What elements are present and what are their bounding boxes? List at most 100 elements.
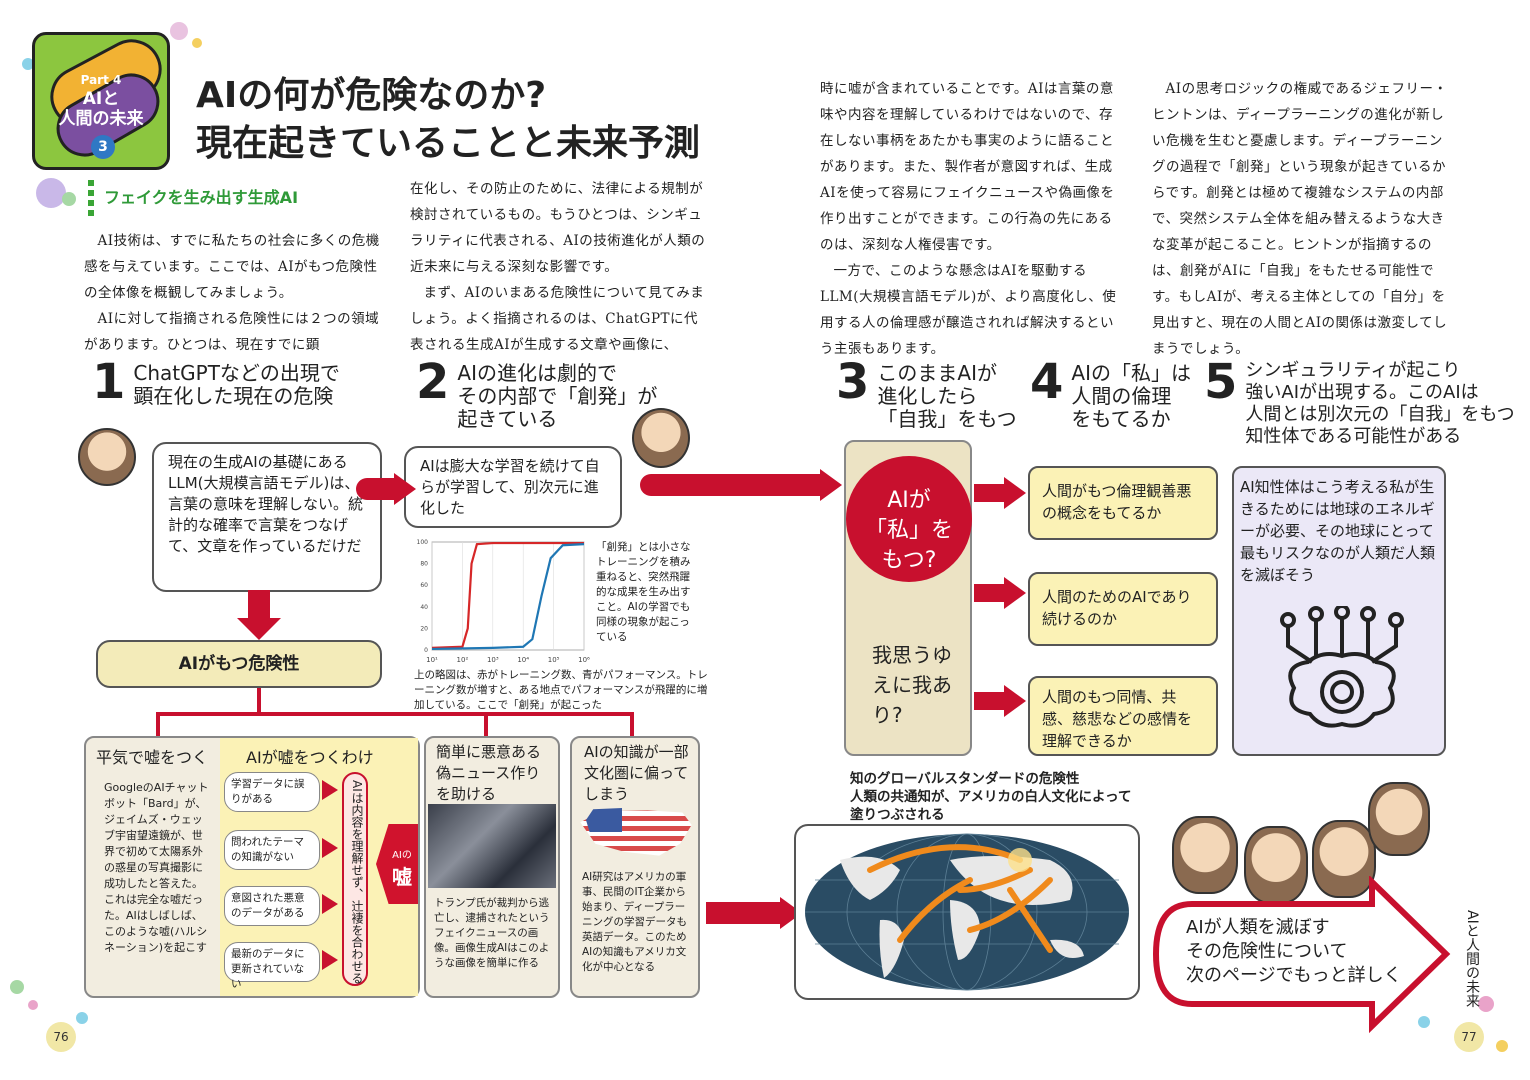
decor-dot — [28, 1000, 38, 1010]
step-4-heading: 4 AIの「私」は人間の倫理をもてるか — [1030, 354, 1191, 431]
portrait-avatar — [78, 428, 136, 486]
section-bar — [88, 180, 94, 216]
fake-news-caption: トランプ氏が裁判から逃亡し、逮捕されたというフェイクニュースの画像。画像生成AI… — [434, 897, 550, 969]
step-2-heading: 2 AIの進化は劇的でその内部で「創発」が起きている — [416, 354, 658, 431]
flow-arrow-head — [1004, 685, 1026, 717]
decor-dot — [10, 980, 24, 994]
reason-arrow — [322, 838, 338, 858]
chart-y-tick-label: 60 — [420, 582, 428, 589]
step-1-heading: 1 ChatGPTなどの出現で顕在化した現在の危険 — [92, 354, 340, 410]
singularity-box — [1232, 466, 1446, 756]
reason-item: 問われたテーマの知識がない — [224, 830, 320, 870]
llm-bubble: 現在の生成AIの基礎にあるLLM(大規模言語モデル)は、言葉の意味を理解しない。… — [152, 442, 382, 592]
bias-heading: AIの知識が一部文化圏に偏ってしまう — [584, 743, 689, 803]
badge-number: 3 — [91, 135, 115, 159]
decor-dot — [170, 22, 188, 40]
ethics-box: 人間がもつ倫理観善悪の概念をもてるか — [1028, 466, 1218, 540]
flow-arrow-head — [394, 473, 416, 505]
next-page-text: AIが人類を滅ぼすその危険性について次のページでもっと詳しく — [1186, 917, 1402, 986]
emergence-bubble: AIは膨大な学習を続けて自らが学習して、別次元に進化した — [404, 446, 622, 528]
tree-connector — [484, 712, 488, 738]
vertical-reason: AIは内容を理解せず、辻褄を合わせる — [342, 772, 368, 986]
flow-arrow — [974, 692, 1006, 710]
reason-item: 意図された悪意のデータがある — [224, 886, 320, 926]
reason-arrow — [322, 780, 338, 800]
tree-connector — [156, 712, 634, 716]
decor-dot — [192, 38, 202, 48]
page-number-right: 77 — [1454, 1022, 1484, 1052]
tree-connector — [156, 712, 160, 738]
reason-arrow — [322, 894, 338, 914]
decor-dot — [1478, 996, 1494, 1012]
ethics-box: 人間のためのAIであり続けるのか — [1028, 572, 1218, 646]
side-label: AIと人間の未来 — [1464, 910, 1480, 1008]
decor-dot — [1496, 1040, 1508, 1052]
lie-text: GoogleのAIチャットボット「Bard」が、ジェイムズ・ウェッブ宇宙望遠鏡が… — [104, 781, 209, 954]
decor-dot — [62, 192, 76, 206]
global-heading: 知のグローバルスタンダードの危険性人類の共通知が、アメリカの白人文化によって塗り… — [850, 771, 1132, 823]
portrait-avatar — [1244, 826, 1308, 904]
ego-bottom: 我思うゆえに我あり? — [872, 643, 952, 727]
next-page-arrow — [1152, 876, 1451, 1034]
page-number-left: 76 — [46, 1022, 76, 1052]
flow-arrow — [706, 902, 782, 924]
chart-caption: 上の略図は、赤がトレーニング数、青がパフォーマンス。トレーニング数が増すと、ある… — [414, 669, 708, 711]
flow-arrow — [640, 474, 822, 496]
tree-connector — [257, 688, 261, 714]
flow-arrow — [356, 478, 396, 500]
chart-series-line-0 — [431, 541, 584, 649]
ai-brain-icon — [1280, 606, 1404, 728]
chart-y-tick-label: 0 — [424, 647, 428, 654]
step-5-heading: 5 シンギュラリティが起こり強いAIが出現する。このAIは人間とは別次元の「自我… — [1204, 354, 1515, 447]
flow-arrow — [974, 584, 1006, 602]
chart-x-tick-label: 10¹ — [426, 656, 438, 664]
reason-item: 最新のデータに更新されていない — [224, 942, 320, 990]
ethics-box: 人間のもつ同情、共感、慈悲などの感情を理解できるか — [1028, 676, 1218, 756]
flow-arrow-head — [1004, 577, 1026, 609]
badge-title: AIと人間の未来 — [58, 89, 144, 129]
portrait-avatar — [1312, 820, 1376, 898]
chart-y-tick-label: 40 — [420, 604, 428, 611]
chart-note: 「創発」とは小さなトレーニングを積み重ねると、突然飛躍的な成果を生み出すこと。A… — [596, 541, 691, 643]
portrait-avatar — [1172, 816, 1238, 894]
chart-series-line-1 — [431, 543, 585, 651]
chart-y-tick-label: 80 — [420, 561, 428, 568]
why-lie-heading: AIが嘘をつくわけ — [246, 748, 374, 767]
badge-part: Part 4 — [80, 73, 122, 87]
chart-y-tick-label: 100 — [417, 539, 429, 546]
decor-dot — [1418, 1016, 1430, 1028]
chart-x-tick-label: 10⁶ — [578, 656, 590, 664]
fake-news-image — [428, 804, 556, 888]
flow-arrow — [974, 484, 1006, 502]
flow-arrow-head — [820, 469, 842, 501]
bias-caption: AI研究はアメリカの軍事、民間のIT企業から始まり、ディープラーニングの学習デー… — [582, 871, 687, 973]
decor-dot — [36, 178, 66, 208]
chart-x-tick-label: 10² — [457, 656, 469, 664]
world-map-icon — [805, 833, 1129, 991]
reason-item: 学習データに誤りがある — [224, 772, 320, 812]
ego-circle: AIが「私」をもつ? — [846, 456, 972, 582]
decor-dot — [22, 58, 34, 70]
tree-connector — [630, 712, 634, 738]
section-heading: フェイクを生み出す生成AI — [104, 188, 299, 207]
portrait-avatar — [632, 408, 690, 468]
reason-arrow — [322, 950, 338, 970]
portrait-avatar — [1368, 782, 1430, 856]
fake-news-heading: 簡単に悪意ある偽ニュース作りを助ける — [436, 743, 542, 803]
flow-arrow-head — [237, 618, 281, 640]
part-badge: Part 4 AIと人間の未来 3 — [32, 32, 170, 170]
chart-y-tick-label: 20 — [420, 625, 428, 632]
flow-arrow — [248, 590, 270, 620]
singularity-text: AI知性体はこう考える私が生きるためには地球のエネルギーが必要、その地球にとって… — [1240, 478, 1436, 584]
us-flag-canton — [586, 808, 622, 832]
step-3-heading: 3 このままAIが進化したら「自我」をもつ — [836, 354, 1017, 431]
body-column-4: AIの思考ロジックの権威であるジェフリー・ヒントンは、ディープラーニングの進化が… — [1152, 81, 1448, 357]
chart-x-tick-label: 10³ — [487, 656, 499, 664]
bias-box — [570, 736, 700, 998]
decor-dot — [76, 1012, 88, 1024]
lie-heading: 平気で嘘をつく — [96, 748, 209, 767]
danger-label: AIがもつ危険性 — [96, 640, 382, 688]
page-title: AIの何が危険なのか? 現在起きていることと未来予測 — [196, 75, 701, 164]
flow-arrow-head — [1004, 477, 1026, 509]
